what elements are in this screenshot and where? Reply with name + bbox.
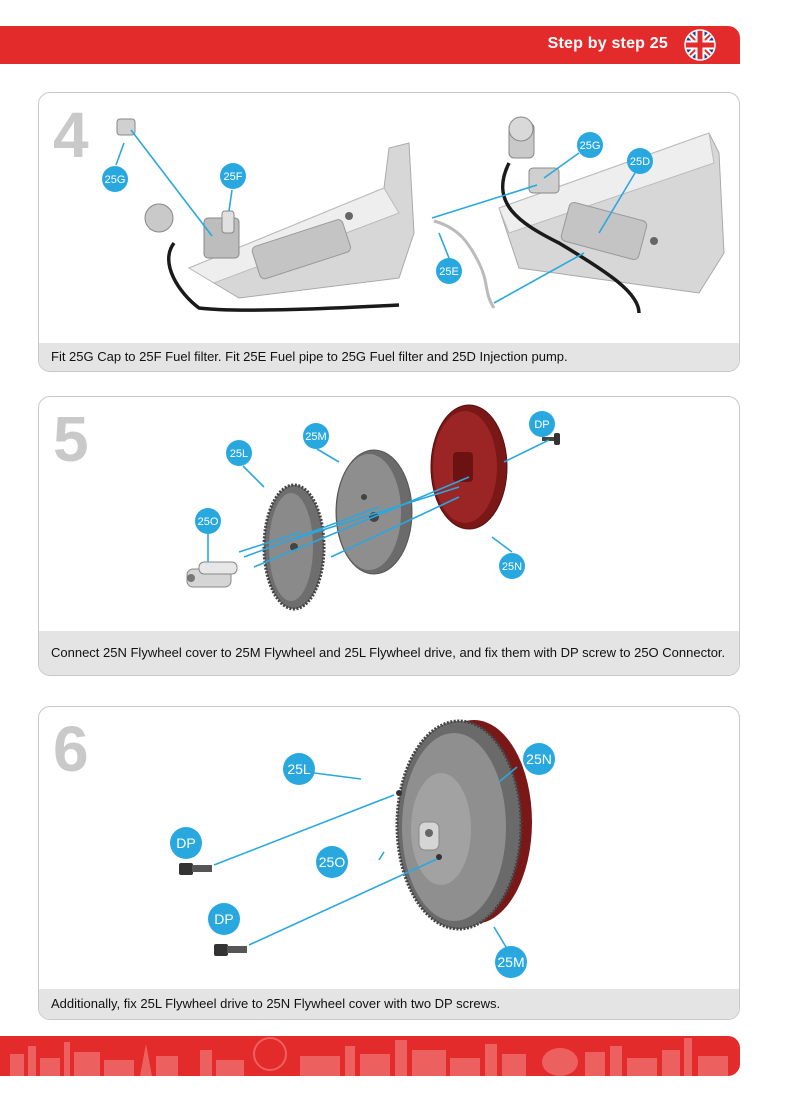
step-5-panel: 5 xyxy=(38,396,740,676)
svg-text:25O: 25O xyxy=(198,516,219,528)
callout-25m: 25M xyxy=(495,946,527,978)
flywheel-cover-25n xyxy=(431,405,507,529)
page-title: Step by step 25 xyxy=(548,35,668,53)
connector-25o xyxy=(187,562,237,587)
callout-25l: 25L xyxy=(226,440,252,466)
step-caption: Fit 25G Cap to 25F Fuel filter. Fit 25E … xyxy=(39,343,739,371)
callout-dp-upper: DP xyxy=(170,827,202,859)
footer-skyline-bar xyxy=(0,1036,740,1076)
svg-text:DP: DP xyxy=(534,419,549,431)
svg-text:25L: 25L xyxy=(287,761,311,777)
callout-25e: 25E xyxy=(436,258,462,284)
callout-dp-lower: DP xyxy=(208,903,240,935)
svg-text:25G: 25G xyxy=(580,140,601,152)
callout-dp: DP xyxy=(529,411,555,437)
step-4-illustration: 25G 25F 25G 25D 25E xyxy=(39,93,739,343)
svg-text:DP: DP xyxy=(176,835,195,851)
assembled-flywheel xyxy=(396,720,532,929)
step-5-illustration: 25L 25M DP 25O 25N xyxy=(39,397,739,627)
svg-text:DP: DP xyxy=(214,911,233,927)
callout-25o: 25O xyxy=(316,846,348,878)
svg-text:25F: 25F xyxy=(224,171,243,183)
callout-25n: 25N xyxy=(523,743,555,775)
svg-text:25G: 25G xyxy=(105,174,126,186)
london-skyline-decoration xyxy=(0,1036,740,1076)
svg-text:25E: 25E xyxy=(439,266,459,278)
svg-text:25O: 25O xyxy=(319,854,346,870)
callout-25f: 25F xyxy=(220,163,246,189)
flywheel-25m xyxy=(336,450,412,574)
dp-screw-lower xyxy=(214,944,247,956)
callout-25g-left: 25G xyxy=(102,166,128,192)
callout-25n: 25N xyxy=(499,553,525,579)
svg-text:25M: 25M xyxy=(305,431,326,443)
svg-text:25M: 25M xyxy=(497,954,524,970)
dp-screw-upper xyxy=(179,863,212,875)
step-4-panel: 4 xyxy=(38,92,740,372)
callout-25m: 25M xyxy=(303,423,329,449)
svg-text:25D: 25D xyxy=(630,156,650,168)
callout-25o: 25O xyxy=(195,508,221,534)
step-caption: Connect 25N Flywheel cover to 25M Flywhe… xyxy=(39,631,739,675)
fuel-filter-assembly-left xyxy=(117,119,414,310)
step-6-illustration: 25L 25N DP 25O DP 25M xyxy=(39,707,739,989)
callout-25l: 25L xyxy=(283,753,315,785)
svg-text:25L: 25L xyxy=(230,448,248,460)
callout-25g-right: 25G xyxy=(577,132,603,158)
step-caption: Additionally, fix 25L Flywheel drive to … xyxy=(39,989,739,1019)
header-bar: Step by step 25 xyxy=(0,26,740,64)
callout-25d: 25D xyxy=(627,148,653,174)
uk-flag-icon xyxy=(684,29,716,61)
svg-text:25N: 25N xyxy=(502,561,522,573)
svg-text:25N: 25N xyxy=(526,751,552,767)
step-6-panel: 6 25L xyxy=(38,706,740,1020)
